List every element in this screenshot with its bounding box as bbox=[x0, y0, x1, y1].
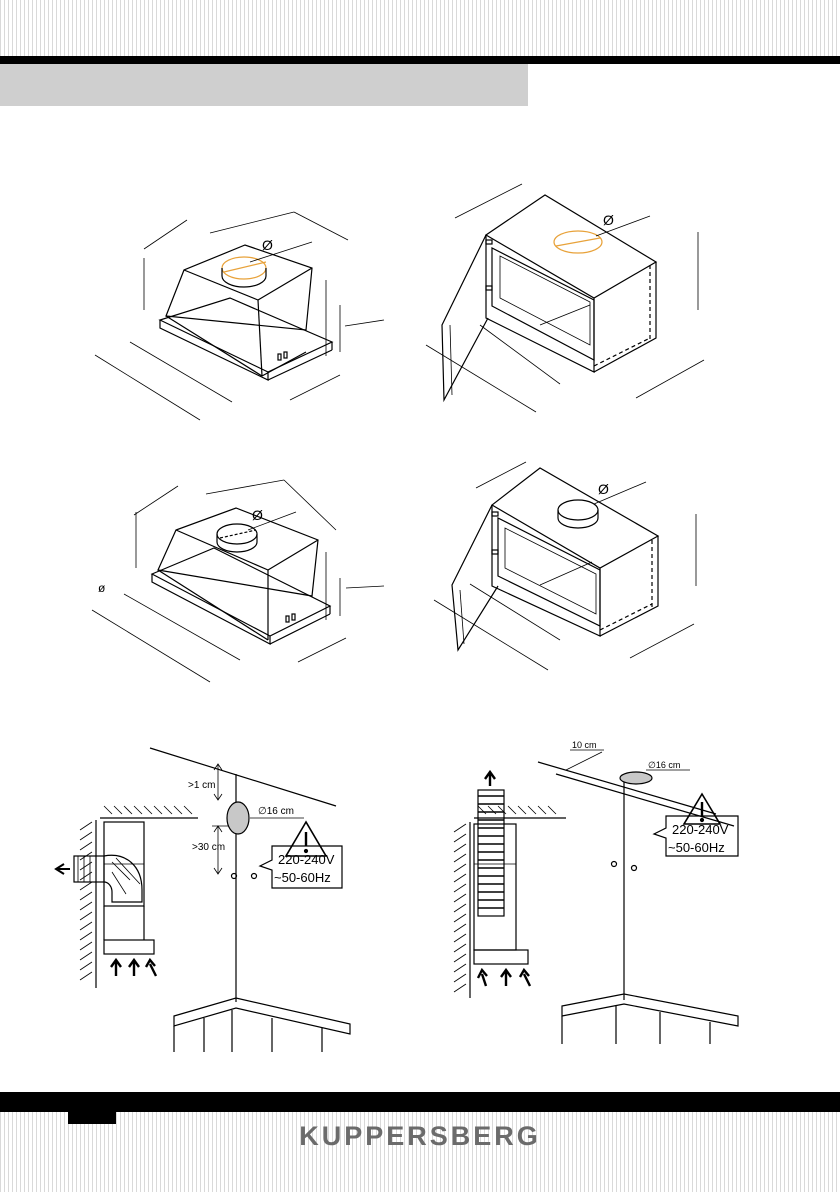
ceiling-gap-label: >1 cm bbox=[188, 780, 216, 791]
diameter-label: Ø bbox=[603, 212, 614, 228]
diameter-label: Ø bbox=[598, 481, 609, 497]
wall-offset-label: 10 cm bbox=[572, 740, 597, 750]
voltage-label: 220-240V bbox=[278, 852, 335, 867]
diameter-label: Ø bbox=[262, 237, 273, 253]
duct-diameter-label: ∅16 cm bbox=[258, 806, 294, 817]
hood-dimension-drawing-1: Ø bbox=[95, 212, 384, 420]
brand-logo: KUPPERSBERG bbox=[0, 1121, 840, 1152]
duct-diameter-label: ∅16 cm bbox=[648, 760, 680, 770]
hood-gap-label: >30 cm bbox=[192, 842, 225, 853]
cabinet-dimension-drawing-2: Ø bbox=[434, 462, 696, 670]
cabinet-dimension-drawing-1: Ø bbox=[426, 184, 704, 412]
diameter-label: Ø bbox=[252, 507, 263, 523]
frequency-label: ~50-60Hz bbox=[668, 840, 725, 855]
installation-figure-wall-exhaust: >1 cm >30 cm ∅16 cm 220-240V ~50-60Hz bbox=[56, 748, 350, 1052]
frequency-label: ~50-60Hz bbox=[274, 870, 331, 885]
voltage-label: 220-240V bbox=[672, 822, 729, 837]
hood-dimension-drawing-2: Ø ø bbox=[92, 480, 384, 682]
installation-figure-ceiling-exhaust: 10 cm ∅16 cm 220-240V ~50-60Hz bbox=[454, 740, 738, 1044]
footer-rule bbox=[0, 1092, 840, 1112]
diameter-label-small: ø bbox=[98, 581, 106, 595]
